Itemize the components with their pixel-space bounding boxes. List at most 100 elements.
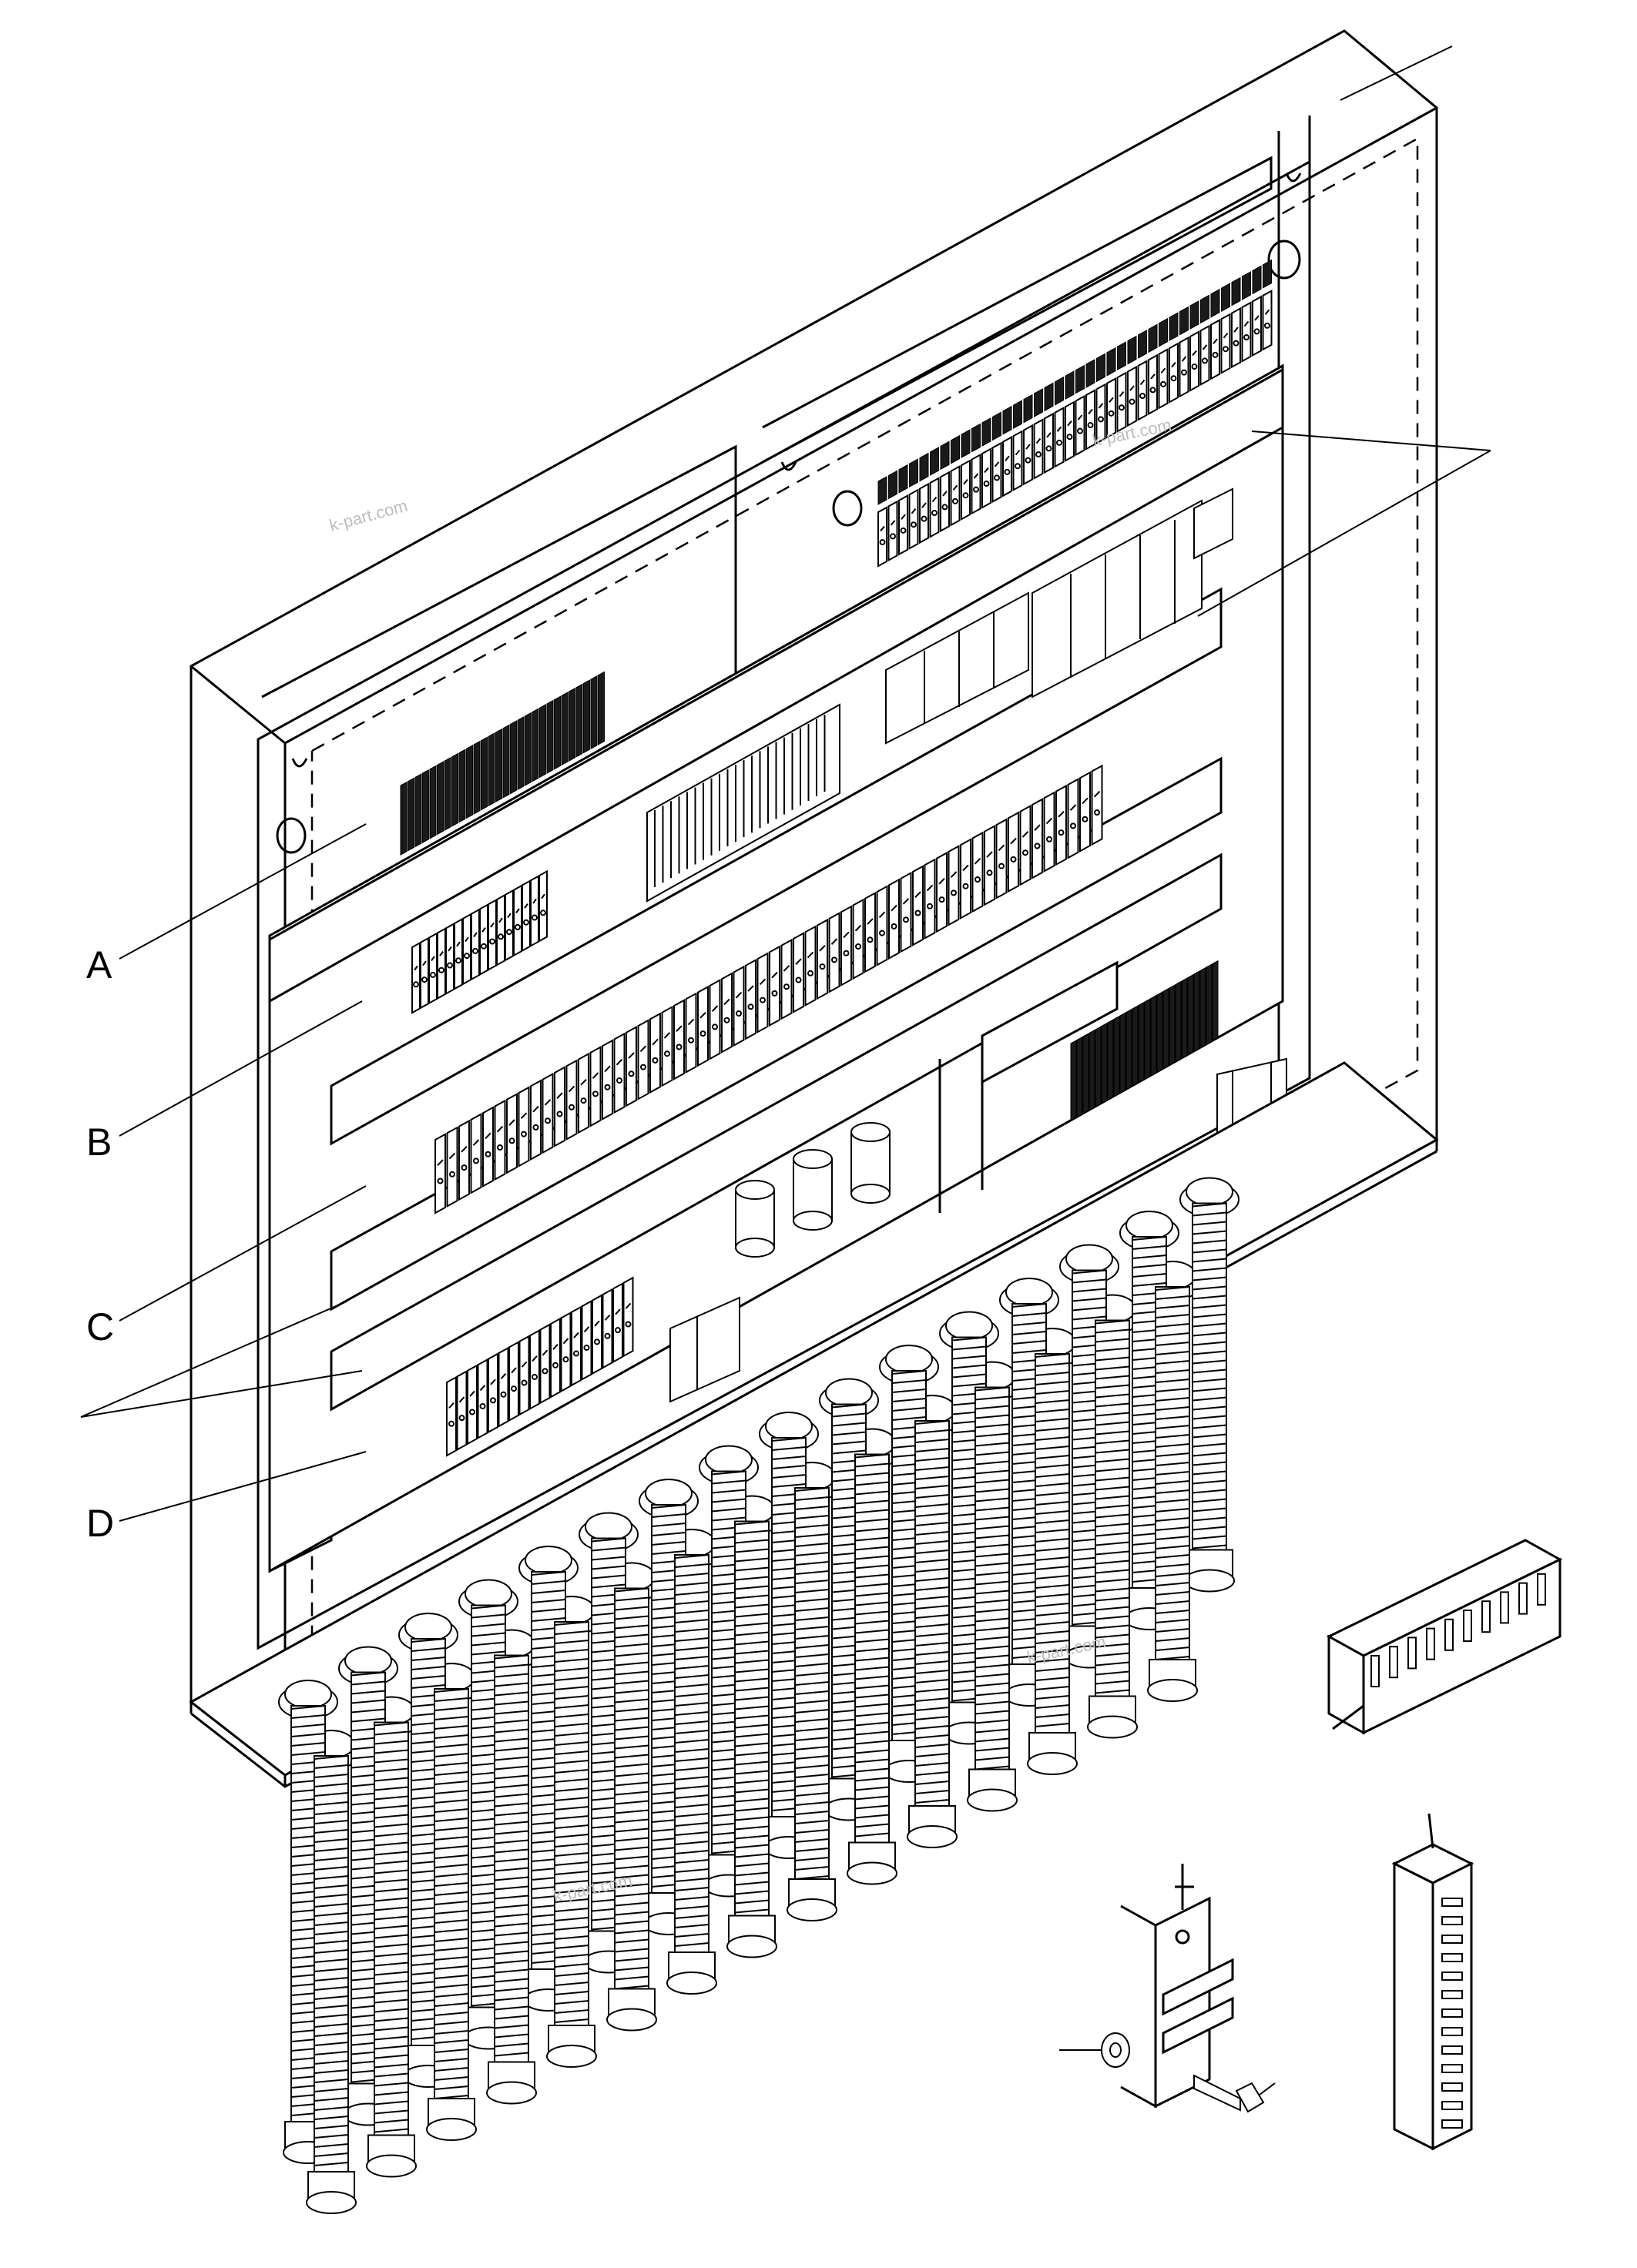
cable-duct-vertical-detail <box>1391 1813 1474 2151</box>
duct-slot <box>1441 1898 1463 1907</box>
relay-module <box>1179 336 1189 398</box>
terminal <box>554 695 561 770</box>
conduit-end <box>1087 1715 1138 1739</box>
relay-top <box>1117 341 1126 371</box>
relay-top <box>1127 335 1137 365</box>
filter-capacitors <box>735 1122 891 1258</box>
relay-module <box>981 447 991 509</box>
flexible-conduit-array <box>283 1202 1235 2214</box>
gland-cap <box>284 1680 332 1709</box>
callout-b: B <box>86 1121 112 1164</box>
terminal <box>637 1019 649 1100</box>
terminal <box>477 1358 488 1439</box>
duct-slot <box>1537 1573 1546 1606</box>
conduit-end <box>546 2045 597 2068</box>
terminal <box>542 1072 554 1154</box>
relay-top <box>1075 364 1085 394</box>
terminal <box>1043 791 1055 873</box>
duct-slot <box>1441 1953 1463 1962</box>
conduit-end <box>306 2191 357 2214</box>
terminal <box>1091 764 1103 846</box>
relay-module <box>1220 313 1231 374</box>
terminal <box>482 1106 494 1188</box>
terminal <box>488 732 495 807</box>
capacitor-2 <box>793 1149 833 1231</box>
bolt <box>1193 2074 1265 2113</box>
relay-module <box>919 482 929 544</box>
terminal <box>960 838 971 920</box>
terminal <box>518 1335 530 1416</box>
terminal <box>1067 778 1079 859</box>
terminal-row-top-left <box>400 671 605 856</box>
terminal-block-right <box>1070 960 1219 1121</box>
flexible-conduit <box>974 1386 1010 1786</box>
relay-module <box>1023 424 1033 486</box>
terminal <box>592 1294 602 1375</box>
duct-slot <box>1518 1582 1528 1615</box>
relay-module <box>1189 330 1199 392</box>
duct-slot <box>1407 1637 1417 1670</box>
duct-slot <box>1441 1916 1463 1925</box>
relay-top <box>981 417 991 447</box>
terminal <box>1169 984 1176 1066</box>
gland-cap <box>344 1646 392 1676</box>
terminal <box>470 1113 482 1194</box>
callout-d: D <box>86 1502 114 1545</box>
terminal <box>1150 994 1157 1077</box>
terminal <box>445 923 455 995</box>
relay-module <box>1033 418 1044 480</box>
relay-top <box>1179 306 1189 336</box>
terminal <box>852 898 864 980</box>
relay-top <box>1085 359 1095 388</box>
relay-module <box>1012 430 1023 491</box>
terminal <box>513 884 522 957</box>
relay-module <box>950 465 961 527</box>
terminal <box>539 704 546 779</box>
gland-cap <box>525 1546 572 1575</box>
terminal <box>756 952 769 1033</box>
terminal <box>602 1039 613 1121</box>
terminal <box>408 777 414 852</box>
terminal <box>454 917 463 990</box>
terminal <box>458 749 466 823</box>
relay-top <box>1002 405 1012 435</box>
terminal-row-d <box>446 1276 634 1457</box>
terminal <box>479 903 488 977</box>
gland-cap <box>765 1412 813 1441</box>
relay-top <box>930 447 939 476</box>
relay-top <box>1231 276 1241 307</box>
terminal <box>1089 1029 1095 1111</box>
terminal <box>481 736 488 811</box>
cable-duct-top <box>268 367 1284 1003</box>
gland-cap <box>465 1579 512 1609</box>
terminal <box>446 1375 457 1457</box>
terminal <box>510 720 517 795</box>
terminal <box>488 899 497 971</box>
terminal <box>1193 970 1200 1052</box>
terminal <box>569 687 575 762</box>
terminal <box>451 752 458 827</box>
gland-cap <box>404 1613 452 1642</box>
terminal <box>1082 1033 1089 1114</box>
terminal <box>1199 966 1206 1049</box>
relay-top <box>1252 265 1262 295</box>
terminal <box>518 1086 530 1168</box>
terminal <box>525 712 532 786</box>
callout-a: A <box>86 943 112 987</box>
terminal <box>517 715 525 791</box>
relay-top <box>1023 394 1033 424</box>
callout-c: C <box>86 1305 114 1348</box>
relay-module <box>991 441 1002 504</box>
terminal <box>971 831 984 913</box>
terminal <box>793 932 804 1013</box>
terminal <box>414 773 422 848</box>
relay-module-d <box>669 1296 740 1403</box>
duct-slot <box>1441 2008 1463 2018</box>
duct-slot <box>1389 1646 1398 1679</box>
terminal <box>817 918 828 1000</box>
relay-module <box>1085 389 1095 451</box>
terminal <box>429 765 437 839</box>
relay-module <box>1127 365 1137 427</box>
duct-slot <box>1481 1600 1491 1633</box>
terminal <box>1206 963 1213 1045</box>
